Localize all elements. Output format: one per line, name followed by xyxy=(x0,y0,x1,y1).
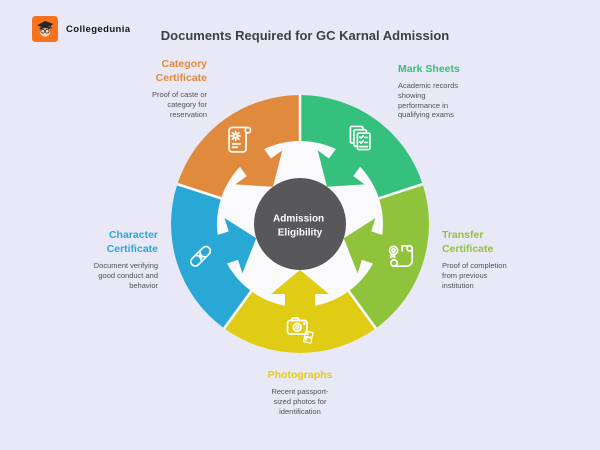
center-label-line2: Eligibility xyxy=(278,228,323,239)
center-label: Admission Eligibility xyxy=(273,214,327,239)
label-photographs: Photographs Recent passport- sized photo… xyxy=(230,368,370,416)
label-category-certificate: Category Certificate Proof of caste or c… xyxy=(97,57,207,119)
photographs-description: Recent passport- sized photos for identi… xyxy=(271,387,329,416)
arrow-character-certificate xyxy=(197,218,257,274)
transfer-certificate-title: Transfer Certificate xyxy=(442,229,494,255)
mark-sheets-title: Mark Sheets xyxy=(398,63,460,75)
character-certificate-description: Document verifying good conduct and beha… xyxy=(93,261,158,290)
character-certificate-title: Character Certificate xyxy=(106,229,158,255)
diploma-icon xyxy=(189,245,212,267)
segment-gap xyxy=(345,287,377,330)
ring-layer xyxy=(170,95,430,353)
camera-icon xyxy=(286,317,314,344)
label-transfer-certificate: Transfer Certificate Proof of completion… xyxy=(442,228,557,290)
label-character-certificate: Character Certificate Document verifying… xyxy=(52,228,158,290)
center-circle xyxy=(254,178,346,270)
mark-sheets-icon xyxy=(349,125,371,151)
page-title: Documents Required for GC Karnal Admissi… xyxy=(160,28,450,43)
category-certificate-description: Proof of caste or category for reservati… xyxy=(151,90,207,119)
collegedunia-logo-icon[interactable] xyxy=(32,16,58,42)
arrow-photographs xyxy=(271,270,329,327)
mark-sheets-description: Academic records showing performance in … xyxy=(398,81,459,120)
photographs-title: Photographs xyxy=(267,369,333,381)
transfer-scroll-icon xyxy=(388,244,414,268)
center-label-line1: Admission xyxy=(273,214,324,225)
segment-gap xyxy=(176,182,225,201)
category-certificate-title: Category Certificate xyxy=(155,58,207,84)
arrow-transfer-certificate xyxy=(343,218,403,274)
arrow-category-certificate xyxy=(227,131,283,187)
transfer-certificate-description: Proof of completion from previous instit… xyxy=(442,261,507,290)
segment-gap xyxy=(223,287,255,330)
brand[interactable]: Collegedunia xyxy=(32,16,130,42)
label-mark-sheets: Mark Sheets Academic records showing per… xyxy=(398,62,513,120)
segment-gap xyxy=(375,182,424,201)
brand-name: Collegedunia xyxy=(66,23,131,35)
certificate-seal-icon xyxy=(228,126,252,153)
